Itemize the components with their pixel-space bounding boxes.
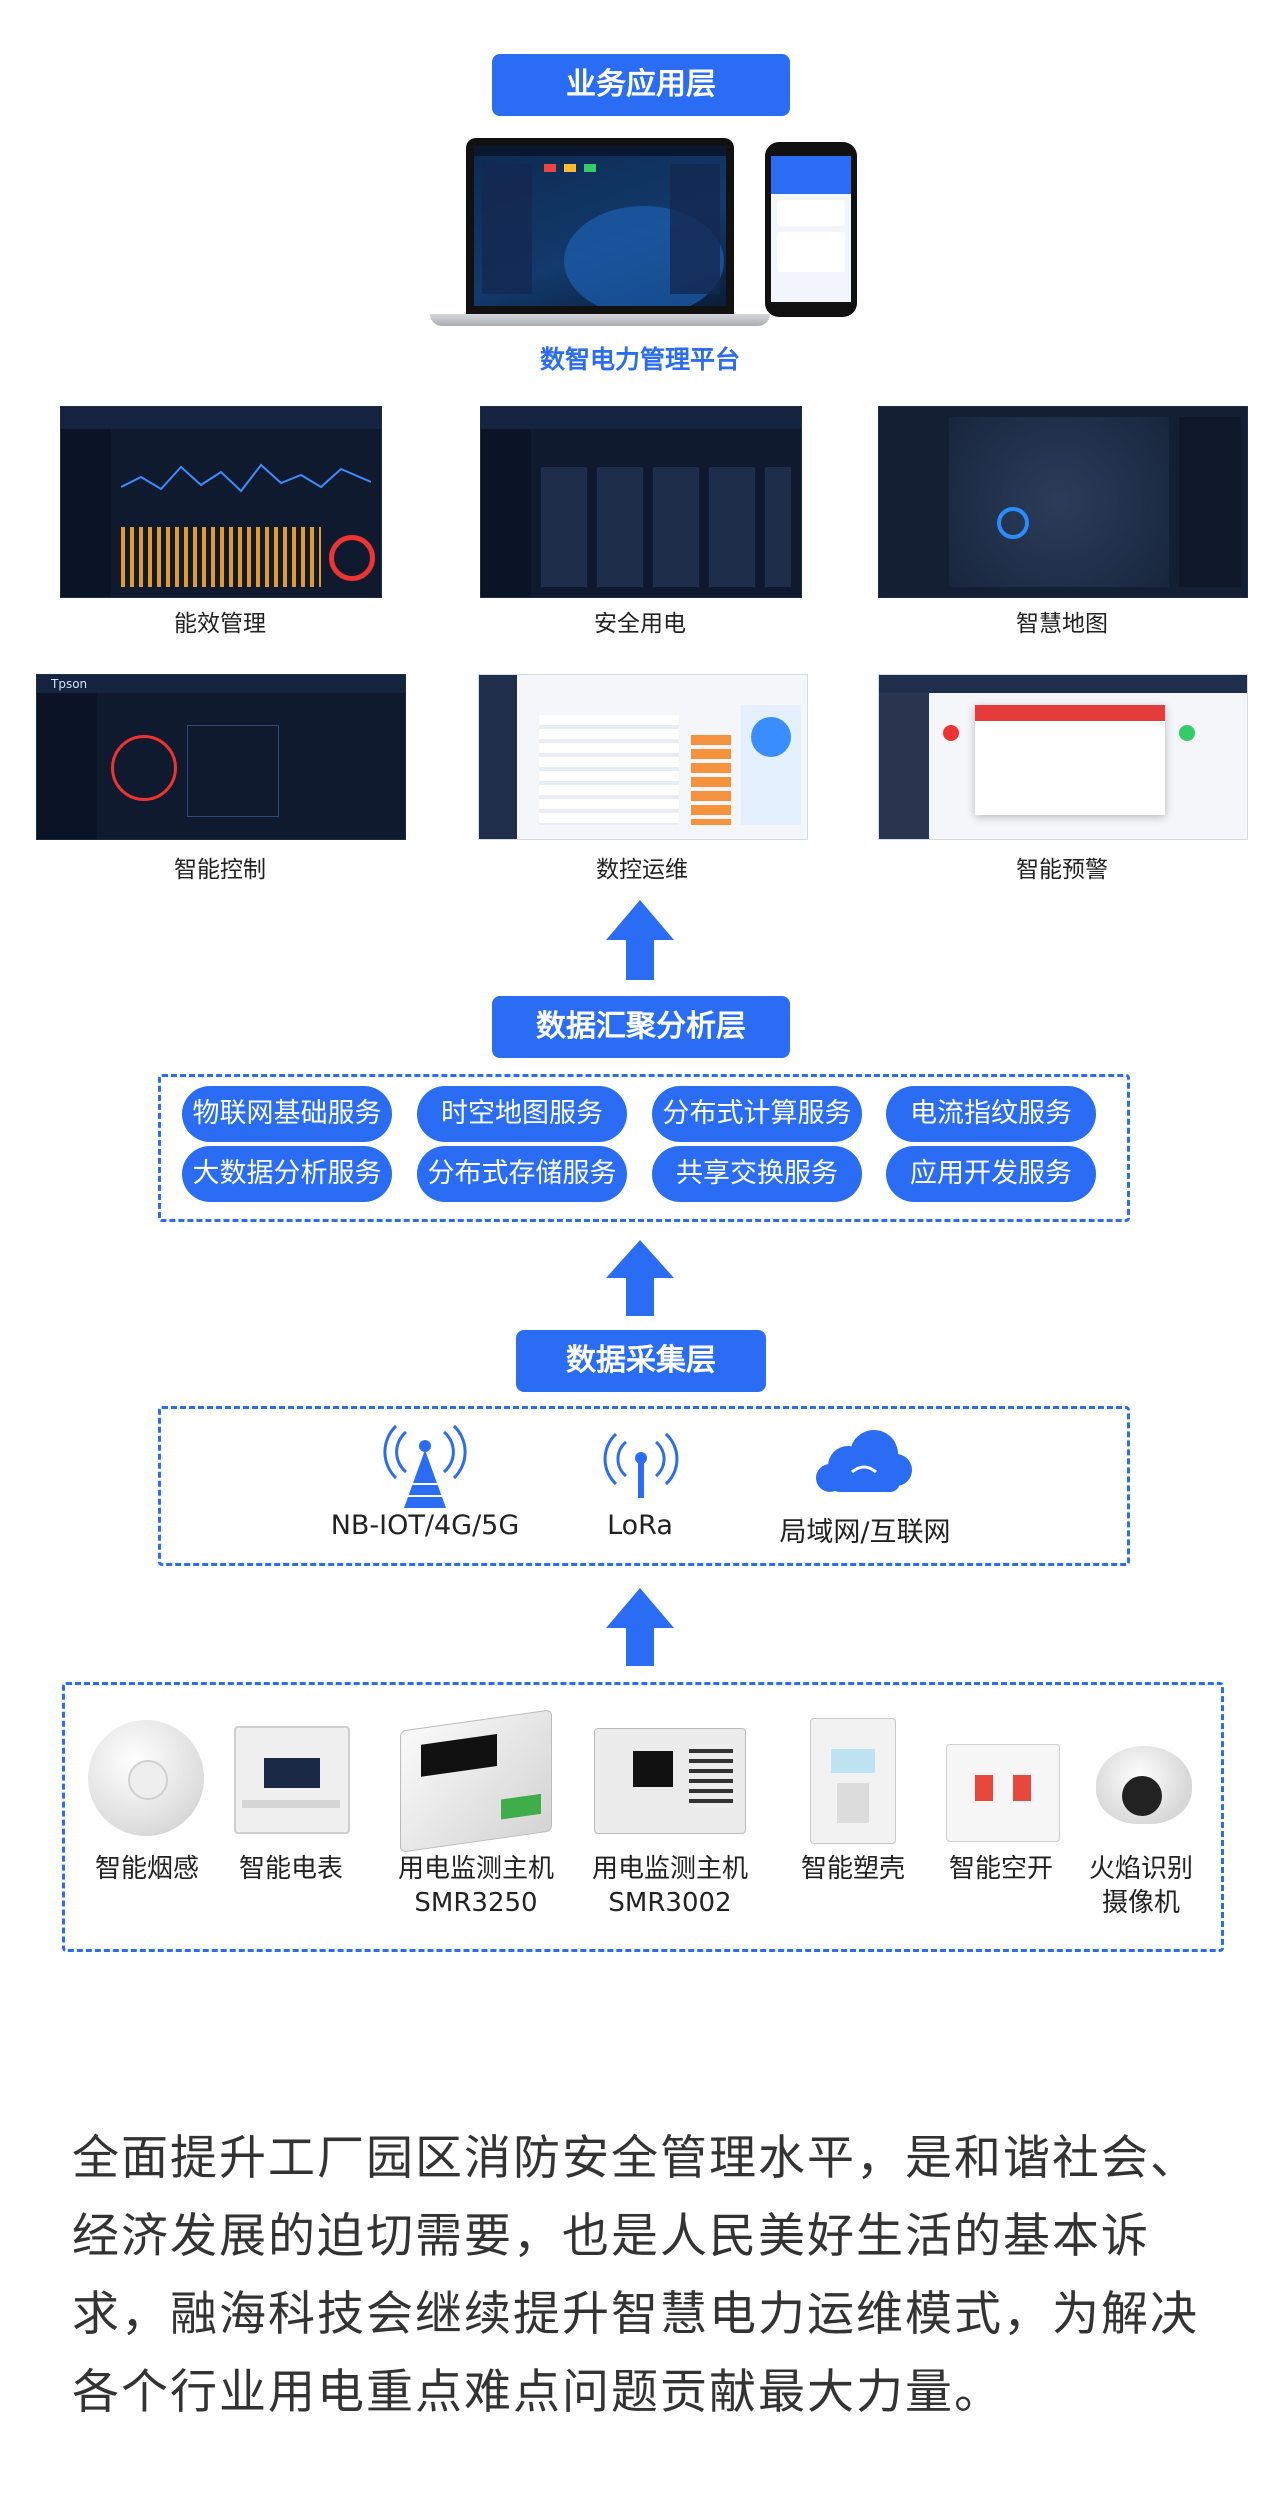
smart-map-screen [878,406,1248,598]
device-label-air-switch: 智能空开 [948,1854,1053,1884]
devices-box [62,1682,1224,1952]
device-label-meter: 智能电表 [238,1854,343,1884]
monitor-host-smr3002-image [594,1728,746,1834]
summary-paragraph: 全面提升工厂园区消防安全管理水平，是和谐社会、经济发展的迫切需要，也是人民美好生… [72,2131,1199,2420]
service-app-dev: 应用开发服务 [886,1146,1096,1202]
device-label-molded-case: 智能塑壳 [800,1854,905,1884]
module-label-energy: 能效管理 [174,611,266,637]
service-exchange: 共享交换服务 [652,1146,862,1202]
signal-tower-icon [383,1424,467,1508]
energy-efficiency-screen [60,406,382,598]
module-label-control: 智能控制 [174,857,266,883]
network-label-nbiot: NB-IOT/4G/5G [330,1510,520,1541]
cloud-icon [816,1430,912,1492]
phone-mockup [765,142,857,317]
module-label-safety: 安全用电 [594,611,686,637]
phone-screen [771,156,851,302]
device-label-camera: 火焰识别 摄像机 [1088,1854,1193,1918]
service-iot: 物联网基础服务 [182,1086,392,1142]
device-label-smoke: 智能烟感 [94,1854,199,1884]
collection-layer-title: 数据采集层 [516,1330,766,1392]
application-layer-title: 业务应用层 [492,54,790,116]
smoke-detector-image [88,1720,204,1836]
service-current-fingerprint: 电流指纹服务 [886,1086,1096,1142]
laptop-screen [474,146,726,306]
aggregation-layer-title: 数据汇聚分析层 [492,996,790,1058]
flame-camera-image [1096,1746,1192,1824]
up-arrow-icon [606,900,674,980]
platform-caption: 数智电力管理平台 [539,345,740,374]
wireless-antenna-icon [603,1432,679,1498]
module-label-ops: 数控运维 [596,857,688,883]
networks-box [158,1406,1130,1566]
monitor-host-smr3250-image [400,1709,552,1853]
laptop-mockup [430,136,770,336]
up-arrow-icon [606,1240,674,1316]
services-box [158,1074,1130,1222]
device-label-smr3250: 用电监测主机 SMR3250 [397,1854,554,1918]
service-spatial-map: 时空地图服务 [417,1086,627,1142]
module-label-warning: 智能预警 [1016,857,1108,883]
smart-warning-screen [878,674,1248,840]
safe-power-screen [480,406,802,598]
digital-ops-screen [478,674,808,840]
smart-meter-image [234,1726,350,1834]
network-label-lora: LoRa [607,1510,673,1541]
network-label-lan: 局域网/互联网 [779,1517,951,1548]
up-arrow-icon [606,1588,674,1666]
service-distributed-compute: 分布式计算服务 [652,1086,862,1142]
service-distributed-storage: 分布式存储服务 [417,1146,627,1202]
smart-molded-case-image [810,1718,896,1844]
service-big-data: 大数据分析服务 [182,1146,392,1202]
smart-air-switch-image [946,1744,1060,1842]
module-label-map: 智慧地图 [1016,611,1108,637]
smart-control-screen: Tpson [36,674,406,840]
device-label-smr3002: 用电监测主机 SMR3002 [591,1854,748,1918]
